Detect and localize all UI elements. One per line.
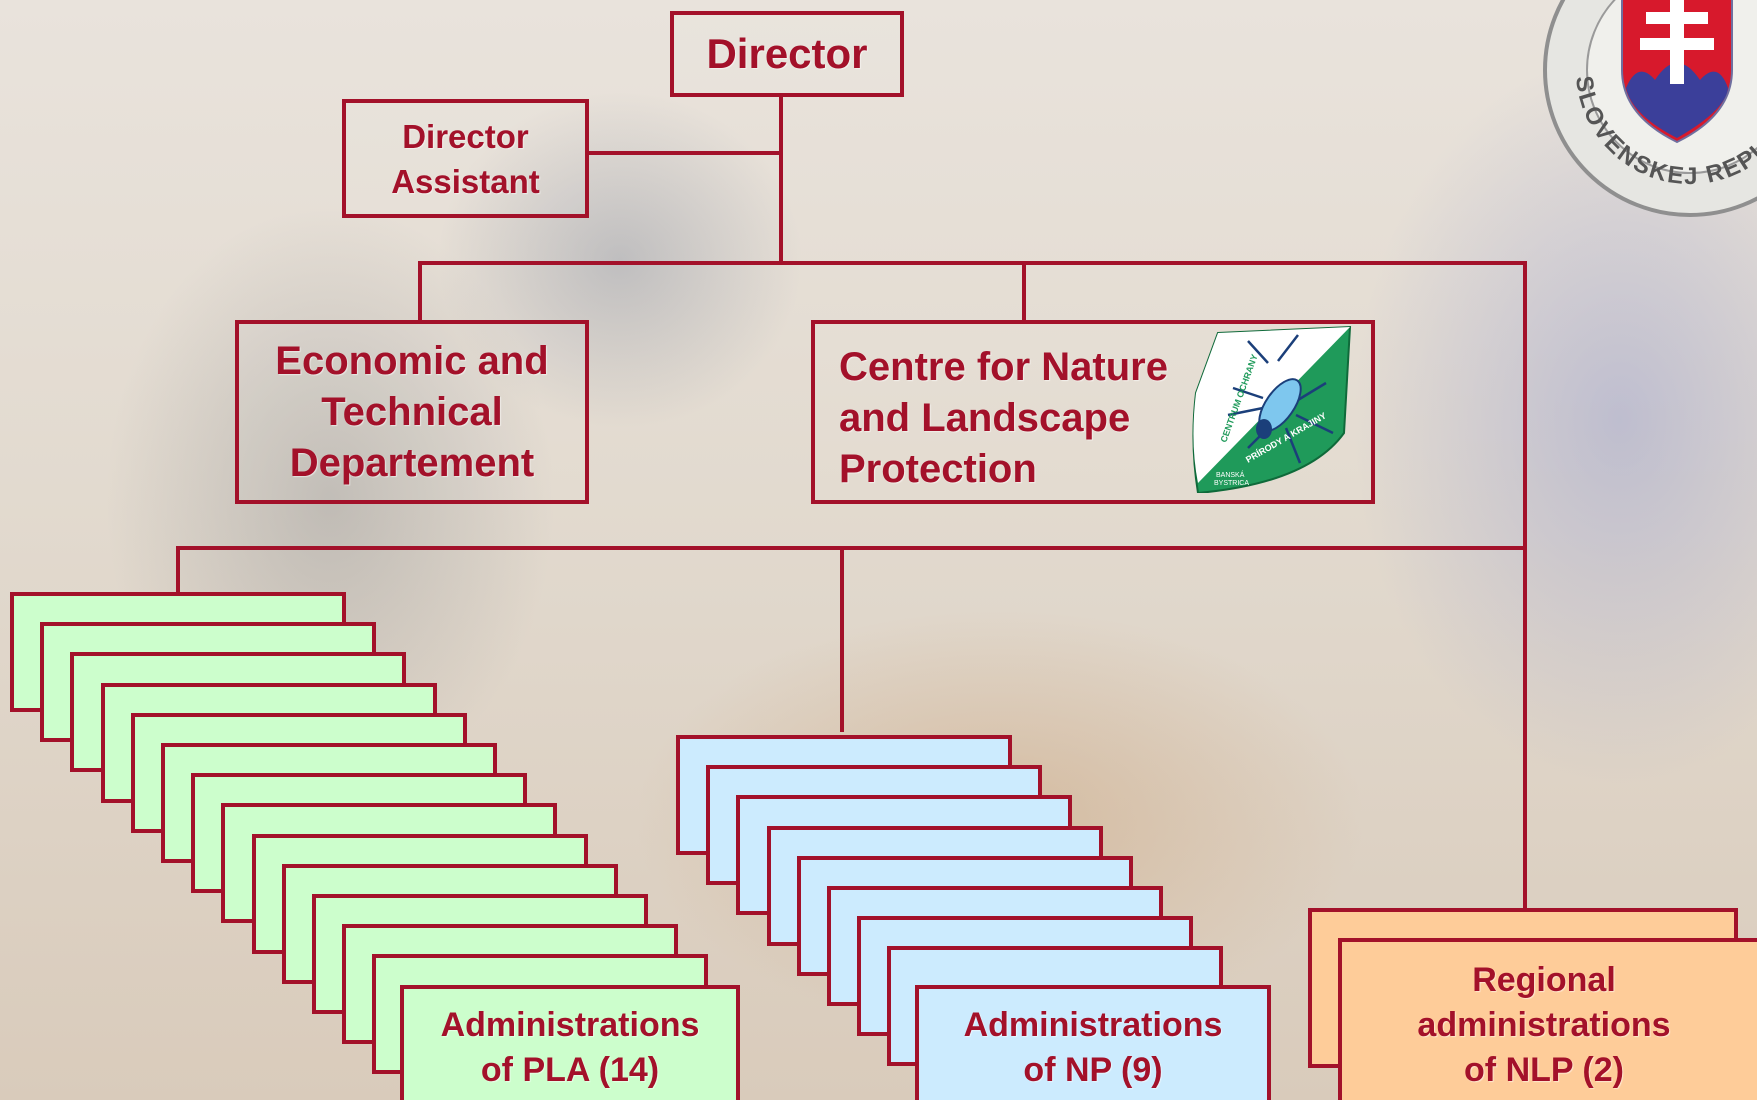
assistant-line2: Assistant	[391, 162, 540, 200]
connector-assistant	[585, 151, 781, 155]
director-label: Director	[706, 30, 868, 77]
economic-line2: Technical	[321, 389, 503, 434]
connector-level2-horizontal	[418, 261, 1527, 265]
economic-line3: Departement	[289, 440, 535, 485]
cnlp-beetle-logo: CENTRUM OCHRANY PRÍRODY A KRAJINY BANSKÁ…	[1192, 325, 1352, 493]
slovak-emblem-seal: SLOVENSKEJ REPUBLIKY	[1543, 0, 1757, 217]
nlp-front-card: Regional administrations of NLP (2)	[1338, 938, 1757, 1100]
nlp-line1: Regional	[1472, 961, 1616, 999]
np-front-card: Administrations of NP (9)	[915, 985, 1271, 1100]
economic-technical-box: Economic and Technical Departement	[235, 320, 589, 504]
connector-np	[840, 546, 844, 732]
connector-director-down	[779, 95, 783, 263]
np-line2: of NP (9)	[1023, 1051, 1163, 1089]
connector-right-vertical	[1523, 261, 1527, 911]
centre-line3: Protection	[839, 447, 1037, 491]
connector-pla	[176, 546, 180, 592]
connector-level3-horizontal	[176, 546, 1527, 550]
centre-line1: Centre for Nature	[839, 345, 1168, 389]
economic-line1: Economic and	[275, 338, 549, 383]
connector-centre	[1022, 261, 1026, 323]
connector-economic	[418, 261, 422, 323]
nlp-line3: of NLP (2)	[1464, 1051, 1624, 1089]
pla-line1: Administrations	[440, 1006, 700, 1044]
logo-city-line1: BANSKÁ	[1216, 470, 1245, 479]
logo-city-line2: BYSTRICA	[1214, 480, 1249, 487]
centre-line2: and Landscape	[839, 396, 1131, 440]
director-assistant-box: Director Assistant	[342, 99, 589, 218]
np-line1: Administrations	[963, 1006, 1223, 1044]
nlp-line2: administrations	[1417, 1006, 1671, 1044]
pla-front-card: Administrations of PLA (14)	[400, 985, 740, 1100]
assistant-line1: Director	[402, 117, 529, 155]
pla-line2: of PLA (14)	[480, 1051, 660, 1089]
director-box: Director	[670, 11, 904, 97]
